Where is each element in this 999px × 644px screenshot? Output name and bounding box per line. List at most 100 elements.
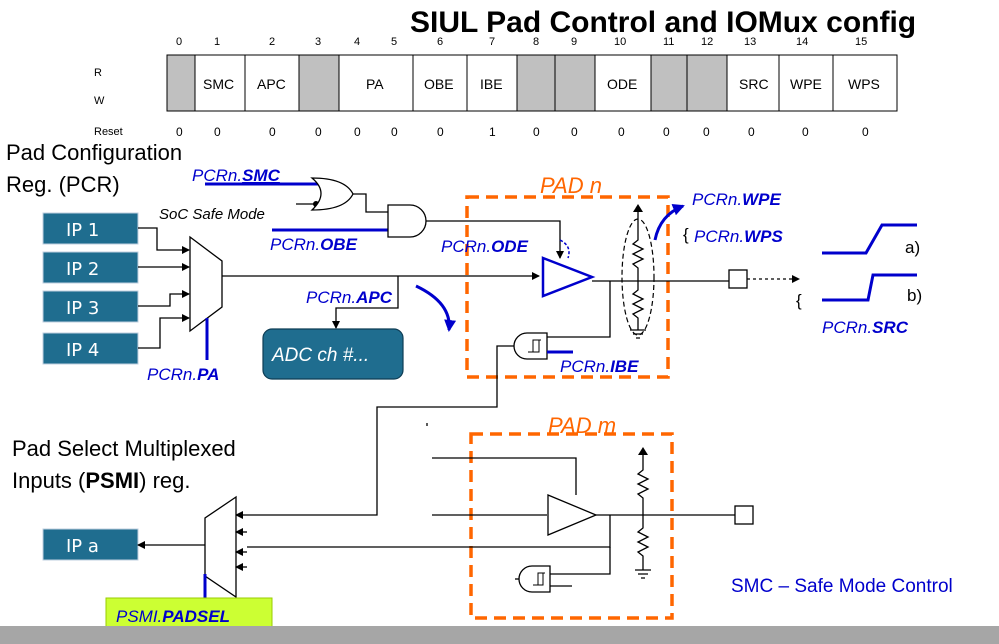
field-label: SMC [203, 76, 234, 92]
field-label: WPE [790, 76, 822, 92]
bit-number: 12 [701, 36, 713, 48]
field-label: SRC [739, 76, 769, 92]
reset-value: 0 [703, 125, 710, 139]
wpe-field-name: WPE [742, 190, 781, 209]
pa-field-name: PA [197, 365, 219, 384]
pcr-label-line2: Reg. (PCR) [6, 172, 120, 197]
psmi-label-pre: Inputs ( [12, 468, 86, 493]
adc-label: ADC ch #... [271, 345, 369, 366]
field-cell-smc [194, 54, 246, 112]
row-label-reset: Reset [94, 126, 123, 138]
pulldown-resistor [631, 281, 645, 330]
bit-number: 8 [533, 36, 539, 48]
pad-m-pulldown-resistor [636, 515, 650, 570]
psmi-prefix: PSMI. [116, 607, 162, 626]
bit-number: 14 [796, 36, 808, 48]
padsel-field-name: PADSEL [162, 607, 230, 626]
and-gate [387, 204, 427, 238]
pcr-ode-label: PCRn.ODE [441, 237, 529, 256]
field-cell-ode [594, 54, 652, 112]
slew-waveform-a [822, 223, 917, 255]
obe-field-name: OBE [320, 235, 358, 254]
reset-value: 0 [862, 125, 869, 139]
pcrn-prefix: PCRn. [822, 318, 872, 337]
pcrn-prefix: PCRn. [192, 166, 242, 185]
field-label: IBE [480, 76, 503, 92]
reset-value: 0 [176, 125, 183, 139]
reset-value: 0 [533, 125, 540, 139]
output-mux [204, 495, 237, 599]
pull-resistor-group [621, 218, 655, 336]
register-table: 0 1 2 3 4 5 6 7 8 9 10 11 12 13 14 15 R … [94, 36, 898, 139]
soc-safe-mode-label: SoC Safe Mode [159, 206, 265, 223]
reset-value: 0 [315, 125, 322, 139]
ode-field-name: ODE [491, 237, 529, 256]
pad-n-border [465, 195, 670, 379]
field-cell-wps [832, 54, 898, 112]
psmi-label-post: ) reg. [139, 468, 190, 493]
pad-m-vdd-arrow [638, 447, 648, 455]
pad-m-ground-symbol [635, 569, 651, 579]
apc-switch-arrow [415, 284, 457, 332]
field-label: OBE [424, 76, 454, 92]
reserved-bit-cell [554, 54, 596, 112]
pcrn-prefix: PCRn. [306, 288, 356, 307]
bit-number: 6 [437, 36, 443, 48]
ip-box [42, 251, 139, 284]
row-label-r: R [94, 67, 102, 79]
pcr-src-label: PCRn.SRC [822, 318, 909, 337]
pcr-wps-label: PCRn.WPS [694, 227, 783, 246]
or-gate [310, 177, 354, 211]
field-label: APC [257, 76, 286, 92]
pad-n-label: PAD n [540, 173, 602, 198]
smc-note: SMC – Safe Mode Control [731, 576, 953, 597]
wpe-brace: { [683, 225, 689, 244]
output-buffer [541, 256, 596, 298]
reserved-bit-cell [650, 54, 688, 112]
input-schmitt-gate [513, 332, 548, 360]
ip-label: IP 2 [66, 259, 99, 280]
slew-waveform-b [822, 273, 917, 302]
apc-wire [332, 276, 399, 329]
ip-label: IP 1 [66, 220, 99, 241]
field-cell-ibe [466, 54, 518, 112]
pad-pin-m [734, 505, 754, 525]
pcr-smc-label: PCRn.SMC [192, 166, 281, 185]
pad-m-input-schmitt-gate [518, 565, 551, 593]
row-label-w: W [94, 95, 105, 107]
adc-box [262, 328, 404, 380]
pullup-resistor [631, 210, 645, 281]
bit-number: 2 [269, 36, 275, 48]
pad-m-output-buffer [547, 494, 598, 536]
psmi-label-line1: Pad Select Multiplexed [12, 436, 236, 461]
apc-field-name: APC [355, 288, 393, 307]
ip1-wire [138, 227, 190, 254]
field-cell-pa [338, 54, 414, 112]
pcrn-prefix: PCRn. [560, 357, 610, 376]
page-title: SIUL Pad Control and IOMux config [410, 6, 916, 39]
pcr-apc-label: PCRn.APC [306, 288, 393, 307]
bit-numbers: 0 1 2 3 4 5 6 7 8 9 10 11 12 13 14 15 [176, 36, 867, 48]
input-mux [189, 235, 223, 333]
schmitt-symbol [528, 339, 541, 353]
ode-arrow [559, 239, 570, 259]
field-cell-obe [412, 54, 468, 112]
pad-m-ibe-wire [550, 547, 611, 575]
pad-m-ctrl-wire [432, 457, 577, 495]
bit-number: 13 [744, 36, 756, 48]
bit-number: 11 [663, 36, 674, 48]
reset-value: 0 [214, 125, 221, 139]
reset-values: 0 0 0 0 0 0 0 1 0 0 0 0 0 0 0 0 [176, 125, 869, 139]
bit-number: 10 [614, 36, 626, 48]
and-to-buffer-wire [426, 220, 564, 259]
reset-value: 1 [489, 125, 496, 139]
psmi-label-bold: PSMI [85, 468, 139, 493]
reset-value: 0 [802, 125, 809, 139]
field-label: PA [366, 76, 384, 92]
wps-field-name: WPS [744, 227, 783, 246]
field-cell-src [726, 54, 780, 112]
ip3-wire [138, 290, 190, 307]
vdd-arrow [633, 204, 643, 212]
src-field-name: SRC [872, 318, 909, 337]
pcrn-prefix: PCRn. [270, 235, 320, 254]
